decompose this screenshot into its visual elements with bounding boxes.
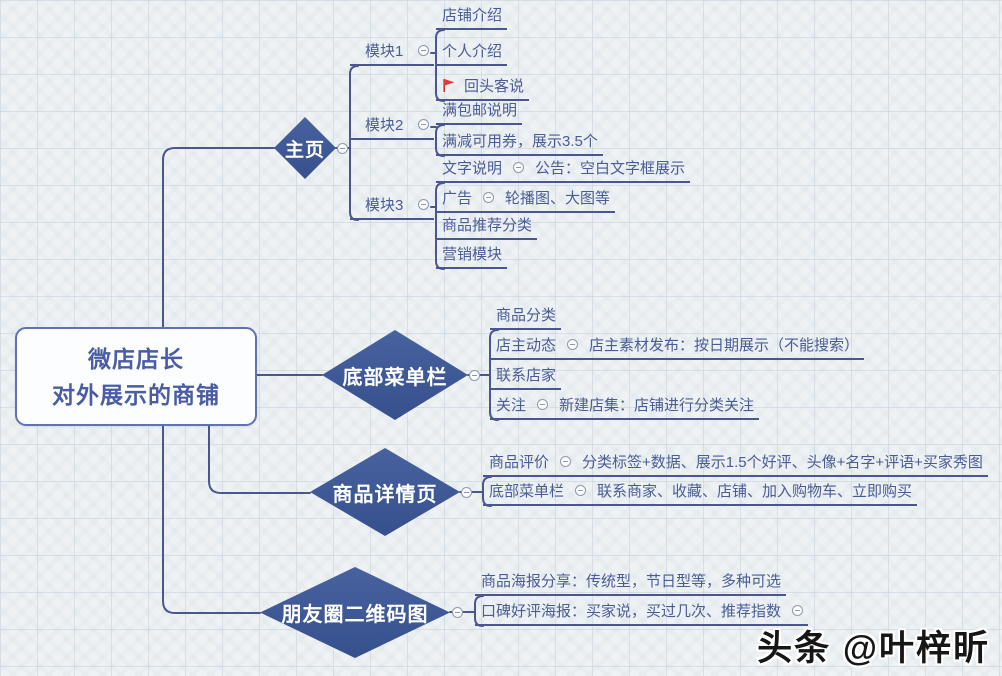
root-title-line1: 微店店长 bbox=[88, 345, 184, 372]
flag-icon bbox=[442, 78, 455, 93]
node-recommend-category[interactable]: 商品推荐分类 bbox=[436, 214, 538, 240]
collapse-toggle-detail-page[interactable] bbox=[461, 487, 472, 498]
node-desc: 联系商家、收藏、店铺、加入购物车、立即购买 bbox=[597, 483, 913, 500]
collapse-toggle-bottom-menu[interactable] bbox=[469, 370, 480, 381]
collapse-toggle-module3[interactable] bbox=[418, 199, 429, 210]
branch-label: 主页 bbox=[284, 139, 325, 161]
node-owner-updates[interactable]: 店主动态 店主素材发布：按日期展示（不能搜索） bbox=[490, 334, 865, 360]
collapse-toggle-review-poster[interactable] bbox=[792, 605, 804, 616]
root-title-line2: 对外展示的商铺 bbox=[52, 381, 220, 408]
collapse-toggle-follow[interactable] bbox=[537, 399, 549, 410]
collapse-toggle-module1[interactable] bbox=[418, 45, 429, 56]
node-label: 店主动态 bbox=[496, 337, 557, 354]
node-follow[interactable]: 关注 新建店集：店铺进行分类关注 bbox=[490, 394, 760, 420]
node-label: 店铺介绍 bbox=[442, 7, 503, 24]
node-module3[interactable]: 模块3 bbox=[350, 194, 434, 220]
node-module1[interactable]: 模块1 bbox=[350, 40, 434, 66]
node-text-note[interactable]: 文字说明 公告：空白文字框展示 bbox=[436, 157, 691, 183]
node-poster-share[interactable]: 商品海报分享：传统型，节日型等，多种可选 bbox=[475, 570, 787, 596]
node-desc: 公告：空白文字框展示 bbox=[535, 160, 686, 177]
node-coupons[interactable]: 满减可用券，展示3.5个 bbox=[436, 130, 603, 156]
node-desc: 轮播图、大图等 bbox=[505, 190, 611, 207]
node-review-poster[interactable]: 口碑好评海报：买家说，买过几次、推荐指数 bbox=[475, 600, 809, 626]
node-shop-intro[interactable]: 店铺介绍 bbox=[436, 4, 508, 30]
node-free-shipping-note[interactable]: 满包邮说明 bbox=[436, 99, 523, 125]
node-personal-intro[interactable]: 个人介绍 bbox=[436, 40, 508, 66]
node-label: 满减可用券，展示3.5个 bbox=[442, 133, 598, 150]
node-marketing-module[interactable]: 营销模块 bbox=[436, 243, 508, 269]
node-desc: 店主素材发布：按日期展示（不能搜索） bbox=[589, 337, 860, 354]
node-label: 满包邮说明 bbox=[442, 102, 518, 119]
node-module2[interactable]: 模块2 bbox=[350, 114, 434, 140]
node-returning-customers[interactable]: 回头客说 bbox=[436, 75, 530, 101]
node-label: 模块3 bbox=[365, 197, 404, 214]
node-label: 模块2 bbox=[365, 117, 404, 134]
root-node[interactable]: 微店店长 对外展示的商铺 bbox=[15, 327, 257, 426]
collapse-toggle-owner-updates[interactable] bbox=[567, 339, 579, 350]
collapse-toggle-product-reviews[interactable] bbox=[560, 456, 572, 467]
collapse-toggle-ads[interactable] bbox=[483, 192, 495, 203]
node-label: 商品推荐分类 bbox=[442, 217, 533, 234]
node-label: 个人介绍 bbox=[442, 43, 503, 60]
node-ads[interactable]: 广告 轮播图、大图等 bbox=[436, 187, 616, 213]
node-label: 商品海报分享：传统型，节日型等，多种可选 bbox=[481, 573, 782, 590]
node-label: 口碑好评海报：买家说，买过几次、推荐指数 bbox=[481, 603, 782, 620]
branch-label: 底部菜单栏 bbox=[342, 366, 448, 389]
collapse-toggle-detail-bottom-menu[interactable] bbox=[575, 485, 587, 496]
collapse-toggle-homepage[interactable] bbox=[337, 143, 348, 154]
node-label: 底部菜单栏 bbox=[489, 483, 565, 500]
collapse-toggle-text-note[interactable] bbox=[513, 162, 525, 173]
node-product-reviews[interactable]: 商品评价 分类标签+数据、展示1.5个好评、头像+名字+评语+买家秀图 bbox=[483, 451, 988, 477]
node-contact-owner[interactable]: 联系店家 bbox=[490, 364, 562, 390]
watermark: 头条 @叶梓昕 bbox=[757, 629, 990, 668]
node-product-category[interactable]: 商品分类 bbox=[490, 304, 562, 330]
collapse-toggle-moments-qr[interactable] bbox=[452, 607, 463, 618]
branch-label: 商品详情页 bbox=[332, 483, 438, 506]
node-label: 模块1 bbox=[365, 43, 404, 60]
node-label: 商品评价 bbox=[489, 454, 550, 471]
node-label: 联系店家 bbox=[496, 367, 557, 384]
node-label: 营销模块 bbox=[442, 246, 503, 263]
node-label: 关注 bbox=[496, 397, 527, 414]
node-label: 文字说明 bbox=[442, 160, 503, 177]
node-label: 回头客说 bbox=[464, 78, 525, 95]
node-desc: 新建店集：店铺进行分类关注 bbox=[559, 397, 755, 414]
collapse-toggle-module2[interactable] bbox=[418, 119, 429, 130]
node-desc: 分类标签+数据、展示1.5个好评、头像+名字+评语+买家秀图 bbox=[582, 454, 983, 471]
node-detail-bottom-menu[interactable]: 底部菜单栏 联系商家、收藏、店铺、加入购物车、立即购买 bbox=[483, 480, 918, 506]
node-label: 广告 bbox=[442, 190, 473, 207]
branch-label: 朋友圈二维码图 bbox=[281, 604, 429, 626]
node-label: 商品分类 bbox=[496, 307, 557, 324]
